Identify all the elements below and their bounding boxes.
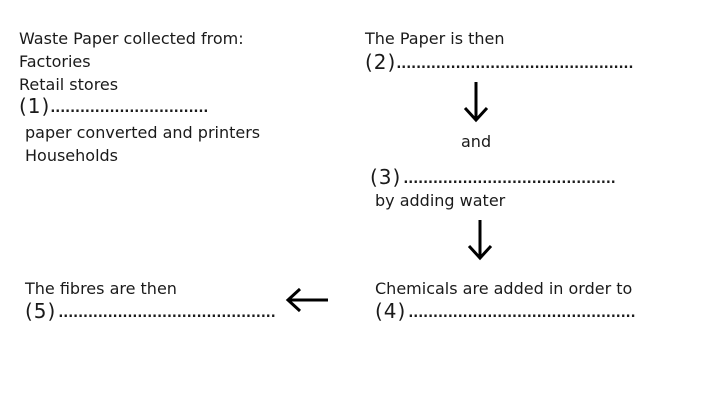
step-1-line-retail: Retail stores — [19, 75, 119, 94]
step-5-title: The fibres are then — [25, 279, 177, 298]
step-3-line-water: by adding water — [375, 191, 506, 210]
blank-2-dots: ........................................… — [396, 57, 634, 72]
connector-and: and — [461, 132, 492, 151]
step-1-title: Waste Paper collected from: — [19, 29, 244, 48]
step-1-line-households: Households — [25, 146, 119, 165]
step-2-title: The Paper is then — [365, 29, 505, 48]
blank-3-dots: ........................................… — [403, 172, 616, 187]
blank-4-dots: ........................................… — [408, 306, 636, 321]
blank-4-number: (4) — [375, 299, 407, 323]
blank-1-number: (1) — [19, 94, 51, 118]
arrow-down-icon — [467, 220, 493, 261]
blank-2-number: (2) — [365, 50, 397, 74]
blank-5: (5) ....................................… — [25, 300, 276, 322]
blank-4: (4) ....................................… — [375, 300, 636, 322]
blank-3: (3) ....................................… — [370, 166, 616, 188]
step-4-title: Chemicals are added in order to — [375, 279, 633, 298]
blank-5-number: (5) — [25, 299, 57, 323]
step-1-line-factories: Factories — [19, 52, 91, 71]
blank-2: (2) ....................................… — [365, 51, 633, 73]
blank-1: (1) ................................ — [19, 95, 208, 117]
blank-1-dots: ................................ — [50, 101, 209, 116]
step-1-line-paper-converters: paper converted and printers — [25, 123, 261, 142]
arrow-left-icon — [285, 287, 328, 313]
blank-5-dots: ........................................… — [58, 306, 276, 321]
blank-3-number: (3) — [370, 165, 402, 189]
arrow-down-icon — [463, 82, 489, 123]
